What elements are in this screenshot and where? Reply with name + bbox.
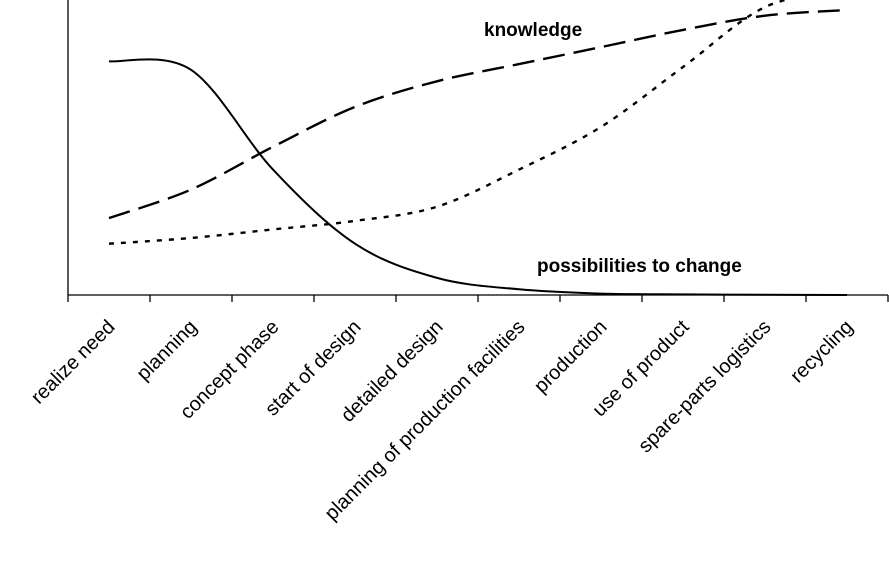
plot-area: [67, 0, 889, 302]
x-tick-label: recycling: [786, 316, 857, 387]
x-tick-label: realize need: [27, 316, 120, 409]
series-line-solid: [108, 58, 848, 296]
x-tick-label: production: [530, 316, 612, 398]
series-line-dashed: [108, 8, 848, 220]
series-labels: knowledge possibilities to change: [484, 20, 742, 277]
series-line-dotted: [108, 0, 791, 245]
series-label-possibilities-to-change: possibilities to change: [537, 256, 742, 277]
x-tick-label: planning: [133, 316, 202, 385]
x-axis-ticks: [67, 295, 889, 302]
series-label-knowledge: knowledge: [484, 20, 582, 41]
series-lines: [108, 0, 848, 296]
